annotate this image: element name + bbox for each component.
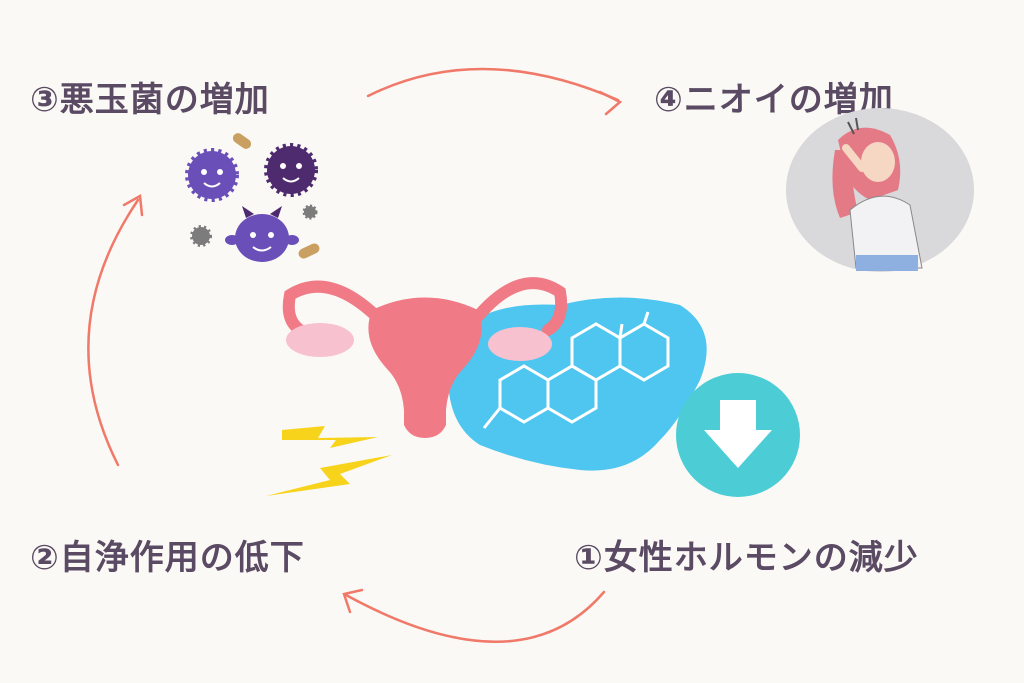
lightning-icon <box>266 426 392 496</box>
germ-icon <box>185 148 239 202</box>
label-self-cleaning-decline: ②自浄作用の低下 <box>30 538 305 578</box>
arrowhead-3-to-4 <box>598 90 623 116</box>
hormone-molecule-icon <box>448 297 707 471</box>
arrow-3-to-4 <box>366 67 620 102</box>
germ-icon <box>302 204 318 220</box>
bacillus-icon <box>298 243 320 259</box>
label-bad-bacteria-increase: ③悪玉菌の増加 <box>30 80 270 120</box>
arrow-1-to-2 <box>344 590 606 643</box>
label-hormone-decrease: ①女性ホルモンの減少 <box>574 538 919 578</box>
germs-group <box>185 133 320 262</box>
cycle-arrows <box>87 67 623 643</box>
worried-woman-icon <box>786 108 974 272</box>
arrow-2-to-3 <box>87 198 140 467</box>
bacillus-icon <box>232 133 252 149</box>
down-arrow-icon <box>676 373 800 497</box>
germ-icon <box>190 225 212 247</box>
arrowhead-1-to-2 <box>342 588 364 614</box>
arrowhead-2-to-3 <box>122 193 144 217</box>
germ-icon <box>225 206 299 262</box>
germ-icon <box>264 143 318 197</box>
uterus-icon <box>282 277 568 438</box>
